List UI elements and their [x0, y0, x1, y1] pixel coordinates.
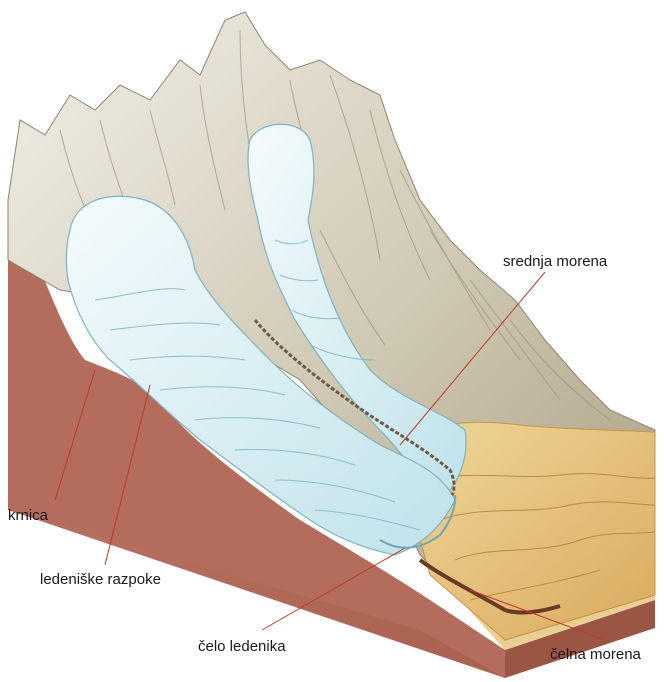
label-krnica: krnica: [8, 507, 48, 524]
label-ledeniske-razpoke: ledeniške razpoke: [40, 571, 161, 588]
label-celo-ledenika: čelo ledenika: [198, 638, 286, 655]
label-celna-morena: čelna morena: [550, 646, 641, 663]
label-srednja-morena: srednja morena: [503, 253, 607, 270]
